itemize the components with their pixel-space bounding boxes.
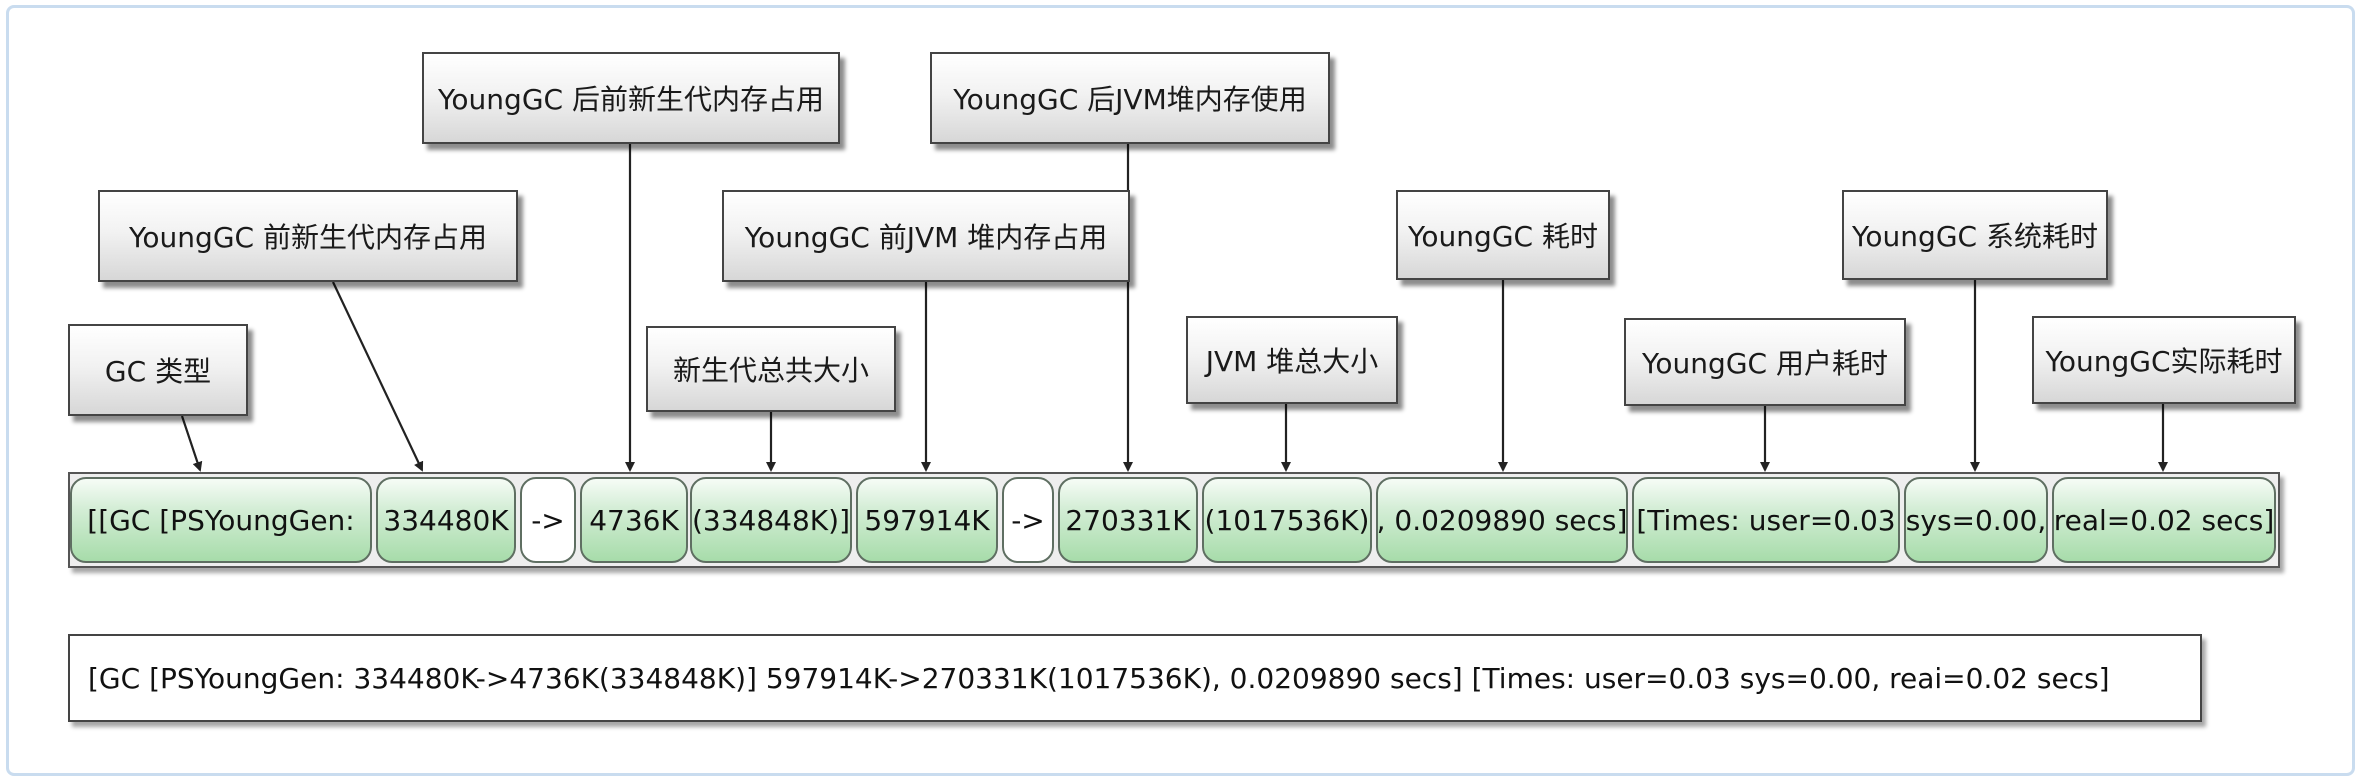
label-gc-type: GC 类型 [68,324,248,416]
label-gc-time: YoungGC 耗时 [1396,190,1610,280]
label-sys-time: YoungGC 系统耗时 [1842,190,2108,280]
segment-young-total: (334848K)] [690,477,852,563]
label-young-before: YoungGC 前新生代内存占用 [98,190,518,282]
segment-young-after: 4736K [580,477,688,563]
segment-jvm-after: 270331K [1058,477,1198,563]
label-jvm-total: JVM 堆总大小 [1186,316,1398,404]
label-real-time: YoungGC实际耗时 [2032,316,2296,404]
label-user-time: YoungGC 用户耗时 [1624,318,1906,406]
segment-young-before: 334480K [376,477,516,563]
segment-arrow-2: -> [1002,477,1054,563]
segment-real-time: real=0.02 secs] [2052,477,2276,563]
label-jvm-after: YoungGC 后JVM堆内存使用 [930,52,1330,144]
segment-user-time: [Times: user=0.03 [1632,477,1900,563]
segment-gc-time: , 0.0209890 secs] [1376,477,1628,563]
segment-jvm-total: (1017536K) [1202,477,1372,563]
segment-gc-type: [[GC [PSYoungGen: [70,477,372,563]
label-jvm-before: YoungGC 前JVM 堆内存占用 [722,190,1130,282]
label-young-after: YoungGC 后前新生代内存占用 [422,52,840,144]
segment-arrow-1: -> [520,477,576,563]
segment-sys-time: sys=0.00, [1904,477,2048,563]
segment-jvm-before: 597914K [856,477,998,563]
full-gc-log-line: [GC [PSYoungGen: 334480K->4736K(334848K)… [68,634,2202,722]
label-young-total: 新生代总共大小 [646,326,896,412]
